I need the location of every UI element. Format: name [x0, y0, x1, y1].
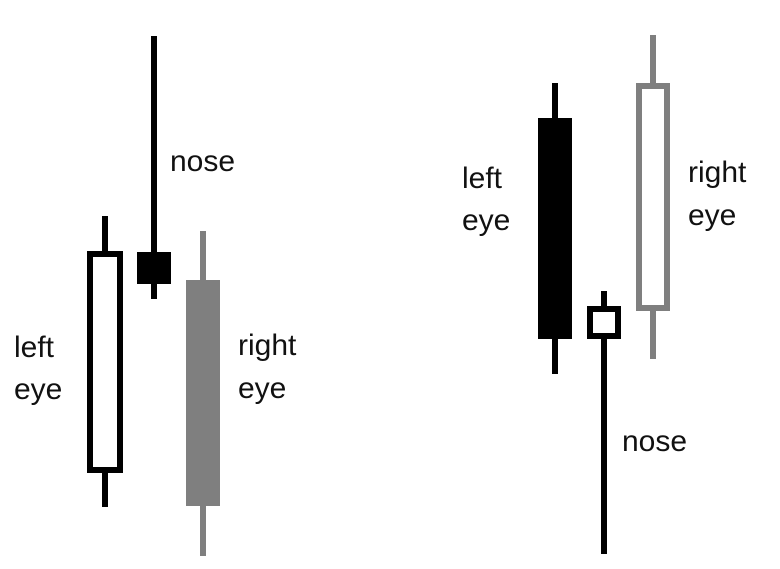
- left-pattern-left-eye-candle: [87, 216, 123, 507]
- left-pattern: nose left eye right eye: [14, 36, 297, 556]
- right-pattern-right-eye-label-line1: right: [688, 156, 747, 189]
- right-pattern-left-eye-candle: [538, 83, 572, 374]
- right-pattern-nose-label: nose: [622, 425, 687, 458]
- right-pattern-left-eye-body: [538, 118, 572, 339]
- left-pattern-right-eye-candle: [186, 231, 220, 556]
- right-pattern-left-eye-label-line1: left: [462, 162, 503, 195]
- right-pattern-nose-body: [587, 306, 621, 339]
- left-pattern-left-eye-label-line2: eye: [14, 373, 62, 406]
- right-pattern-right-eye-body: [636, 83, 670, 311]
- left-pattern-nose-label: nose: [170, 145, 235, 178]
- left-pattern-left-eye-body: [87, 251, 123, 473]
- left-pattern-right-eye-label-line2: eye: [238, 372, 286, 405]
- right-pattern-nose-candle: [587, 291, 621, 554]
- left-pattern-right-eye-label-line1: right: [238, 329, 297, 362]
- right-pattern-left-eye-label-line2: eye: [462, 204, 510, 237]
- left-pattern-left-eye-label-line1: left: [14, 331, 55, 364]
- right-pattern-right-eye-candle: [636, 35, 670, 359]
- right-pattern-right-eye-label-line2: eye: [688, 199, 736, 232]
- left-pattern-nose-candle: [137, 36, 171, 299]
- left-pattern-right-eye-body: [186, 280, 220, 506]
- left-pattern-nose-body: [137, 252, 171, 284]
- right-pattern: left eye right eye nose: [462, 35, 747, 554]
